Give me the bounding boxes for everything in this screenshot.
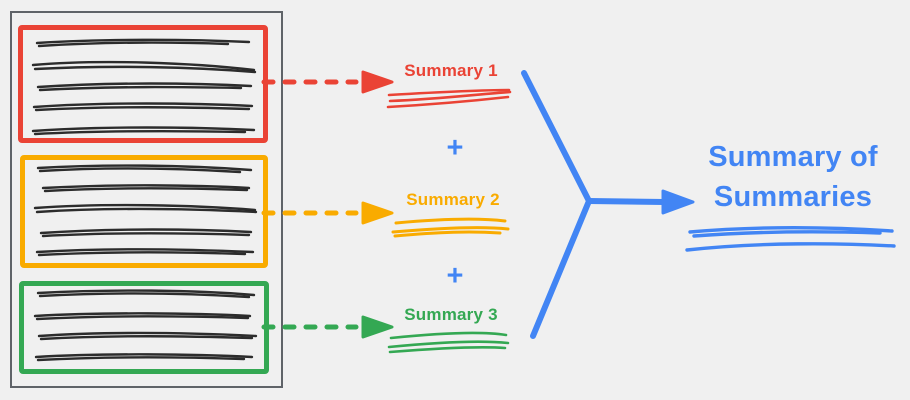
summary-2-scribble — [391, 217, 510, 238]
summary-2-label: Summary 2 — [406, 190, 500, 209]
chunk-1-text-scribbles — [31, 38, 257, 136]
final-summary-scribble — [685, 226, 896, 252]
chunk-3-text-scribbles — [33, 289, 258, 362]
summary-3-scribble — [387, 331, 510, 354]
blue-arrowhead — [661, 189, 695, 215]
summary-of-summaries-label: Summary of Summaries — [708, 141, 878, 213]
red-dashed-arrow — [261, 70, 394, 94]
summary-1-label: Summary 1 — [404, 61, 498, 80]
plus-sign-1: + — [446, 132, 464, 164]
orange-dashed-arrow — [261, 201, 394, 225]
merge-fork-lines — [521, 70, 667, 339]
summary-3-label: Summary 3 — [404, 305, 498, 324]
summary-1-scribble — [386, 88, 512, 109]
green-dashed-arrow — [261, 315, 394, 339]
chunk-box-1 — [18, 25, 268, 143]
chunk-2-text-scribbles — [33, 164, 258, 257]
plus-sign-2: + — [446, 260, 464, 292]
